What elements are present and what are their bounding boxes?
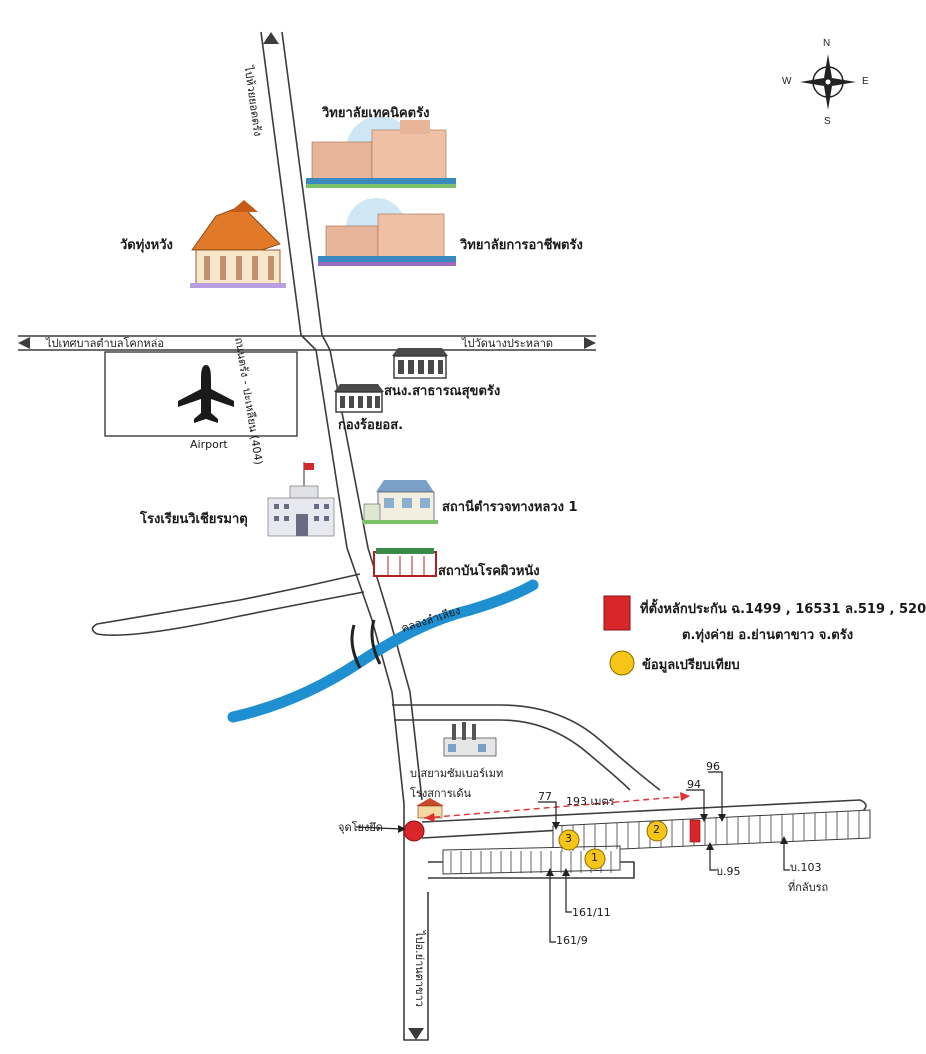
- school-label: โรงเรียนวิเชียรมาตุ: [140, 512, 248, 527]
- school-building-icon: [267, 462, 335, 537]
- voc-college-label: วิทยาลัยการอาชีพตรัง: [460, 238, 583, 253]
- bridge-left-icon: [350, 624, 362, 669]
- kongroi-building-icon: [334, 384, 384, 413]
- west-arrow-icon: [18, 337, 30, 349]
- legend-subject-line2: ต.ทุ่งค่าย อ.ย่านตาขาว จ.ตรัง: [682, 628, 854, 643]
- distance-arrow: [423, 795, 691, 819]
- compass-n: N: [823, 38, 831, 49]
- west-branch-road: [96, 573, 361, 625]
- company-road: [392, 704, 661, 791]
- comparable-marker-1: [584, 848, 606, 870]
- temple-label: วัดทุ่งหวัง: [120, 238, 173, 253]
- skin-institute-label: สถาบันโรคผิวหนัง: [438, 564, 540, 579]
- highway-police-label: สถานีตำรวจทางหลวง 1: [442, 500, 578, 515]
- temple-icon: [190, 200, 286, 288]
- lower-plots: [442, 845, 621, 875]
- num-161-11: 161/11: [572, 906, 611, 919]
- junction-marker: [403, 820, 425, 842]
- sakarn-label: โรงสการเด้น: [410, 787, 472, 800]
- tech-college-label: วิทยาลัยเทคนิคตรัง: [322, 106, 430, 121]
- legend-comparable-swatch: [609, 650, 635, 676]
- bridge-right-icon: [370, 619, 382, 665]
- num-77: 77: [538, 790, 552, 803]
- health-office-label: สนง.สาธารณสุขตรัง: [384, 384, 501, 399]
- highway-police-building-icon: [362, 480, 438, 524]
- location-map: [18, 31, 871, 1041]
- b103-label: บ.103: [790, 861, 822, 874]
- factory-icon: [443, 722, 497, 757]
- kongroi-label: กองร้อยอส.: [338, 418, 404, 433]
- comparable-marker-3: [558, 829, 580, 851]
- legend-subject-swatch: [603, 595, 631, 631]
- airplane-icon: [178, 365, 234, 423]
- legend-subject-line1: ที่ตั้งหลักประกัน ฉ.1499 , 16531 ล.519 ,…: [640, 602, 926, 617]
- junction-label: จุดโยงยึด: [338, 821, 383, 834]
- road-label-east: ไปวัดนางประหลาด: [462, 337, 554, 350]
- compass-s: S: [824, 116, 831, 127]
- subject-property-marker: [689, 819, 701, 843]
- num-96: 96: [706, 760, 720, 773]
- comparable-marker-2: [646, 820, 668, 842]
- health-office-building-icon: [392, 348, 448, 379]
- tech-college-building-icon: [306, 116, 456, 188]
- road-label-west: ไปเทศบาลตำบลโคกหล่อ: [46, 337, 164, 350]
- canal-river: [227, 579, 539, 723]
- vocational-college-building-icon: [318, 198, 456, 266]
- east-arrow-icon: [584, 337, 596, 349]
- legend-comparable: ข้อมูลเปรียบเทียบ: [642, 658, 740, 673]
- north-arrow-icon: [263, 32, 279, 44]
- b95-label: บ.95: [716, 865, 741, 878]
- num-94: 94: [687, 778, 701, 791]
- num-161-9: 161/9: [556, 934, 588, 947]
- south-arrow-icon: [408, 1028, 424, 1040]
- road-label-south: ไปอ.ย่านตาขาว: [412, 931, 426, 1007]
- uturn-label: ที่กลับรถ: [788, 881, 829, 894]
- skin-institute-building-icon: [373, 548, 437, 577]
- company-label: บ.สยามซัมเบอร์เมท: [410, 767, 504, 780]
- comparable-number-1: 1: [591, 851, 598, 864]
- garden-hut-icon: [416, 798, 444, 819]
- airport-label: Airport: [190, 438, 228, 451]
- upper-plots: [552, 809, 871, 853]
- compass-w: W: [782, 76, 792, 87]
- compass-e: E: [862, 76, 869, 87]
- distance-label: 193 เมตร: [566, 795, 615, 808]
- comparable-number-3: 3: [565, 832, 572, 845]
- comparable-number-2: 2: [653, 823, 660, 836]
- compass-rose-icon: [800, 54, 856, 110]
